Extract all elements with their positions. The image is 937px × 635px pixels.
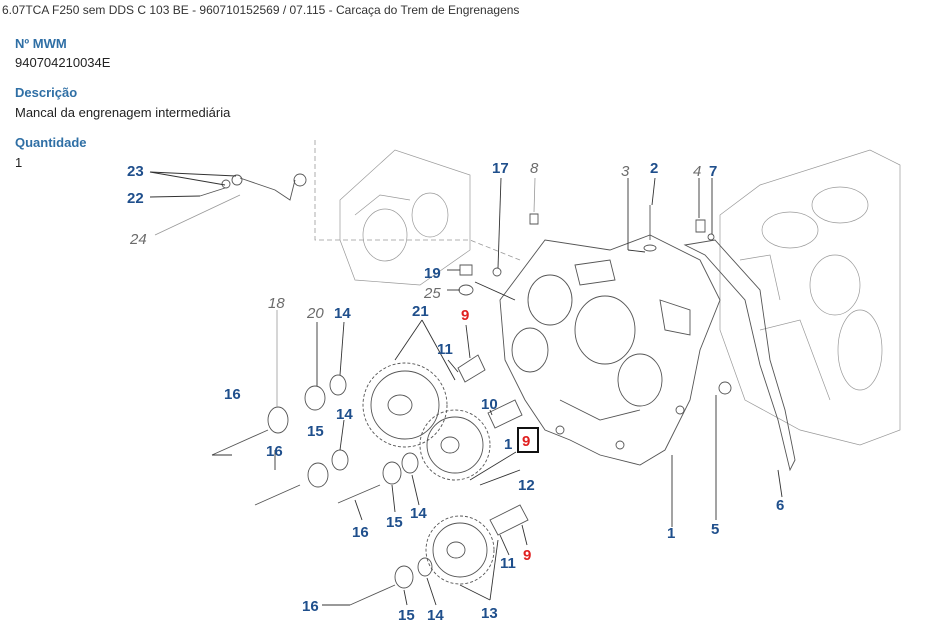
- callout-20[interactable]: 20: [306, 305, 324, 322]
- callout-7[interactable]: 7: [709, 163, 717, 180]
- callout-1[interactable]: 1: [667, 525, 675, 542]
- callout-9-highlighted[interactable]: 9: [522, 433, 530, 450]
- callout-15[interactable]: 15: [307, 423, 324, 440]
- callout-19[interactable]: 19: [424, 265, 441, 282]
- callout-16c[interactable]: 16: [352, 524, 369, 541]
- callout-11c[interactable]: 11: [500, 555, 516, 572]
- field-value-mwm: 940704210034E: [15, 55, 111, 70]
- field-label-mwm: Nº MWM: [15, 36, 67, 51]
- gear-drawings: [362, 362, 495, 585]
- callout-13[interactable]: 13: [481, 605, 498, 622]
- rear-housing-drawing: [314, 140, 521, 286]
- callout-6[interactable]: 6: [776, 497, 784, 514]
- callout-18[interactable]: 18: [268, 295, 285, 312]
- callout-3[interactable]: 3: [621, 163, 630, 180]
- callout-8[interactable]: 8: [530, 160, 539, 177]
- leader-lines: [149, 171, 783, 606]
- field-label-quantity: Quantidade: [15, 135, 87, 150]
- small-parts-drawing: [199, 173, 732, 606]
- callout-2[interactable]: 2: [650, 160, 658, 177]
- callout-16b[interactable]: 16: [266, 443, 283, 460]
- callout-24[interactable]: 24: [129, 231, 147, 248]
- field-value-description: Mancal da engrenagem intermediária: [15, 105, 231, 120]
- callout-10[interactable]: 10: [481, 396, 498, 413]
- callout-25[interactable]: 25: [423, 285, 441, 302]
- field-value-quantity: 1: [15, 155, 23, 170]
- page-header: 6.07TCA F250 sem DDS C 103 BE - 96071015…: [2, 3, 520, 17]
- gear-case-housing-drawing: [499, 234, 721, 466]
- callout-9[interactable]: 9: [461, 307, 469, 324]
- callout-21[interactable]: 21: [412, 303, 429, 320]
- callout-14c[interactable]: 14: [410, 505, 427, 522]
- callout-4[interactable]: 4: [693, 163, 701, 180]
- callout-17[interactable]: 17: [492, 160, 509, 177]
- callout-16[interactable]: 16: [224, 386, 241, 403]
- callout-16d[interactable]: 16: [302, 598, 319, 615]
- callout-14b[interactable]: 14: [336, 406, 353, 423]
- callout-22[interactable]: 22: [127, 190, 144, 207]
- callout-11[interactable]: 11: [437, 341, 453, 358]
- callout-9b[interactable]: 9: [523, 547, 531, 564]
- callout-12[interactable]: 12: [518, 477, 535, 494]
- callout-5[interactable]: 5: [711, 521, 719, 538]
- callout-1-top[interactable]: 1: [504, 436, 512, 453]
- field-label-description: Descrição: [15, 85, 78, 100]
- callout-14d[interactable]: 14: [427, 607, 444, 624]
- callout-15c[interactable]: 15: [398, 607, 415, 624]
- engine-block-drawing: [719, 149, 901, 446]
- callout-15b[interactable]: 15: [386, 514, 403, 531]
- gasket-drawing: [683, 239, 796, 472]
- callout-14[interactable]: 14: [334, 305, 351, 322]
- callouts: 23 22 24 17 8 3 2 4 7 19 25 18 20 14 21 …: [127, 160, 784, 624]
- highlight-box: [517, 427, 539, 453]
- callout-23[interactable]: 23: [127, 163, 144, 180]
